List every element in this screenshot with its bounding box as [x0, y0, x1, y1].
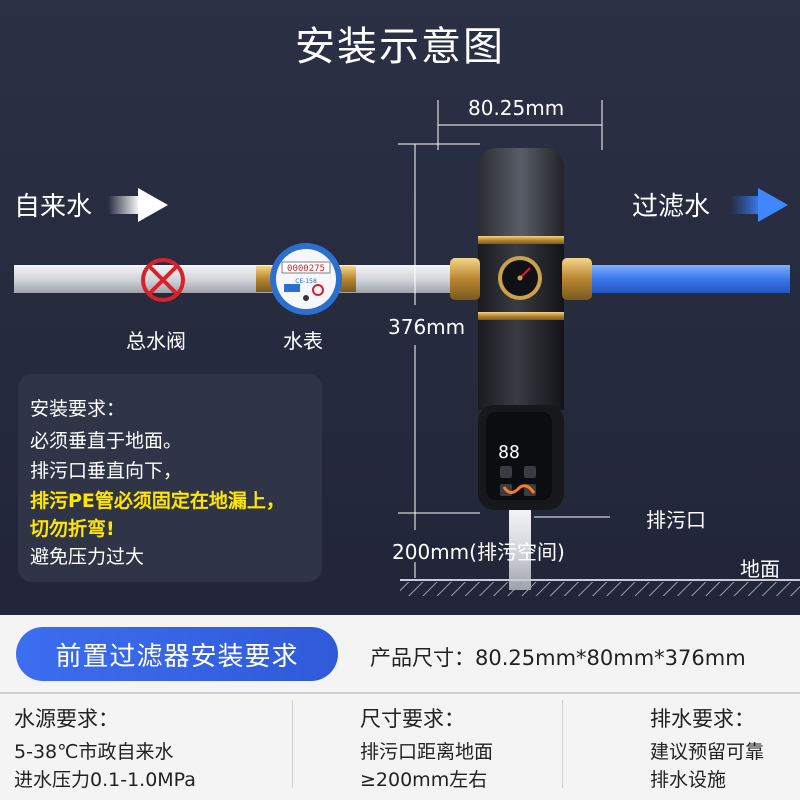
inflow-label: 自来水 — [14, 192, 93, 222]
main-valve-label: 总水阀 — [126, 329, 186, 353]
size-requirement-heading: 尺寸要求： — [360, 707, 465, 731]
water-meter-icon — [256, 243, 356, 315]
product-size: 产品尺寸：80.25mm*80mm*376mm — [370, 646, 746, 670]
installation-drawing: 0000275 CE-158 — [14, 100, 800, 596]
valve-closed-icon — [141, 258, 185, 302]
filter-display-value: 88 — [498, 442, 520, 463]
install-requirements-box: 安装要求： 必须垂直于地面。 排污口垂直向下， 排污PE管必须固定在地漏上， 切… — [18, 374, 322, 582]
height-dimension-label: 376mm — [388, 315, 466, 339]
requirements-heading: 安装要求： — [30, 398, 126, 420]
water-source-heading: 水源要求： — [14, 707, 119, 731]
divider — [0, 692, 800, 694]
requirement-line: 必须垂直于地面。 — [30, 430, 183, 452]
drainage-requirement-line: 建议预留可靠 — [650, 741, 765, 763]
outflow-label: 过滤水 — [632, 192, 711, 222]
inflow-arrow-icon — [108, 188, 168, 222]
width-dimension-label: 80.25mm — [468, 96, 565, 120]
drain-outlet-label: 排污口 — [646, 508, 706, 532]
drainage-requirement-line: 排水设施 — [650, 769, 727, 791]
page-title: 安装示意图 — [295, 24, 505, 70]
water-source-line: 进水压力0.1-1.0MPa — [14, 769, 196, 791]
outflow-arrow-icon — [730, 188, 788, 222]
ground-label: 地面 — [740, 557, 780, 581]
requirement-line: 排污口垂直向下， — [30, 460, 183, 482]
requirement-line-highlight: 排污PE管必须固定在地漏上， — [30, 490, 285, 512]
meter-reading: 0000275 — [287, 264, 325, 274]
requirement-line: 避免压力过大 — [30, 546, 145, 568]
size-requirement-line: ≥200mm左右 — [360, 769, 488, 791]
filter-unit — [450, 148, 592, 590]
clearance-dimension-label: 200mm(排污空间) — [392, 540, 565, 564]
divider — [562, 700, 563, 788]
inlet-pipe — [14, 265, 454, 293]
diagram-stage: 安装示意图 — [0, 0, 800, 615]
ground-hatch — [400, 582, 800, 596]
dimension-lines — [398, 100, 610, 578]
drainage-requirement-heading: 排水要求： — [650, 707, 755, 731]
outlet-pipe — [590, 265, 790, 293]
requirement-line-highlight: 切勿折弯! — [30, 518, 115, 540]
water-source-line: 5-38℃市政自来水 — [14, 741, 174, 763]
meter-model: CE-158 — [295, 278, 317, 285]
water-meter-label: 水表 — [283, 329, 323, 353]
size-requirement-line: 排污口距离地面 — [360, 741, 494, 763]
divider — [292, 700, 293, 788]
filter-requirements-title: 前置过滤器安装要求 — [16, 627, 338, 681]
